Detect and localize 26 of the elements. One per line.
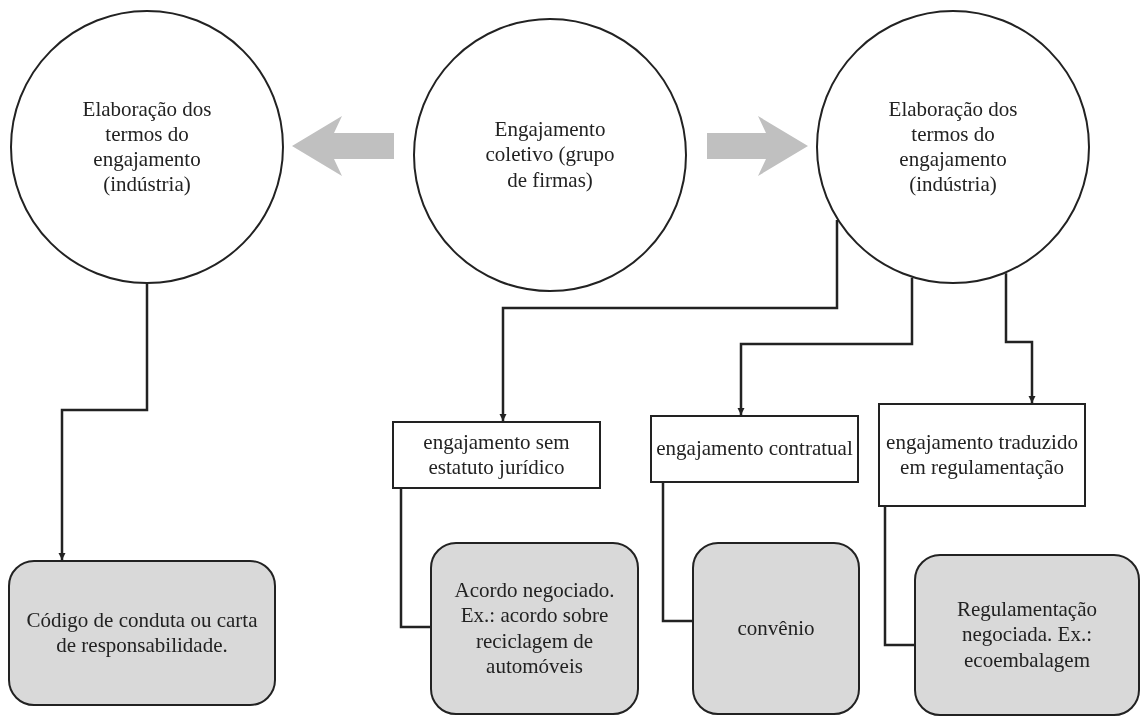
category-box xyxy=(878,403,1086,507)
arrow xyxy=(499,219,839,421)
arrow xyxy=(737,277,914,415)
node-label: Elaboração dos termos do engajamento (indústria) xyxy=(81,96,213,198)
node-label: engajamento traduzido em regulamentação xyxy=(885,429,1079,481)
example-box xyxy=(692,542,860,715)
category-box xyxy=(650,415,859,483)
node-label: Código de conduta ou carta de responsabilidade. xyxy=(25,607,259,659)
node-label: convênio xyxy=(737,615,815,642)
block-arrow xyxy=(292,116,394,176)
node-label: engajamento contratual xyxy=(656,436,853,462)
example-box xyxy=(8,560,276,706)
node-label: Engajamento coletivo (grupo de firmas) xyxy=(484,117,616,193)
connector-line xyxy=(661,483,692,623)
arrow xyxy=(58,284,149,560)
block-arrow xyxy=(707,116,808,176)
arrow xyxy=(1004,273,1036,403)
node-label: Elaboração dos termos do engajamento (indústria) xyxy=(887,96,1019,198)
node-label: engajamento sem estatuto jurídico xyxy=(422,429,571,481)
category-box xyxy=(392,421,601,489)
connector-line xyxy=(883,507,914,647)
connector-line xyxy=(399,489,430,629)
node-label: Acordo negociado. Ex.: acordo sobre reciclagem de automóveis xyxy=(453,578,616,679)
example-box xyxy=(430,542,639,715)
example-box xyxy=(914,554,1140,716)
node-label: Regulamentação negociada. Ex.: ecoembalagem xyxy=(956,597,1098,673)
